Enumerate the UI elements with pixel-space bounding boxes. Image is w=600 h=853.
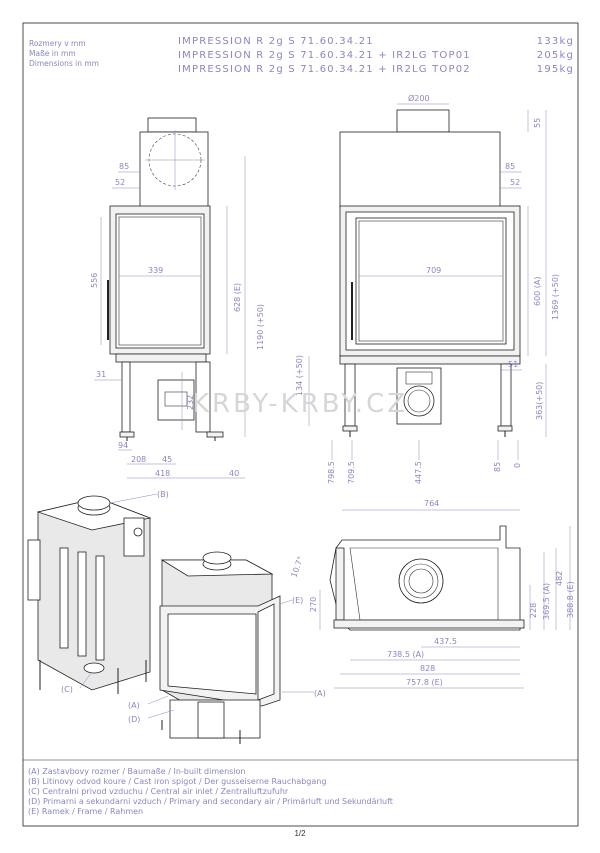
legend-a: (A) Zastavbovy rozmer / Baumaße / In-bui… [28, 767, 246, 776]
dim-plan-828: 828 [420, 664, 435, 673]
dim-front-200: Ø200 [408, 93, 430, 103]
dim-plan-482: 482 [555, 571, 564, 586]
dim-front-85: 85 [505, 162, 515, 171]
dim-side-339: 339 [148, 266, 163, 275]
side-air-box [157, 379, 195, 421]
legend: (A) Zastavbovy rozmer / Baumaße / In-bui… [28, 767, 393, 816]
model-name-2: IMPRESSION R 2g S 71.60.34.21 + IR2LG TO… [178, 50, 471, 61]
dim-plan-437: 437.5 [434, 637, 457, 646]
dim-plan-369: 369.5 (A) [542, 583, 551, 620]
watermark: KRBY-KRBY.CZ [192, 389, 408, 419]
dim-front-85b: 85 [493, 462, 502, 472]
legend-e: (E) Ramek / Frame / Rahmen [28, 807, 143, 816]
dim-plan-738: 738.5 (A) [387, 650, 424, 659]
units-line-3: Dimensions in mm [29, 59, 99, 68]
dim-front-51: 51 [508, 360, 518, 369]
dim-front-447: 447.5 [414, 461, 423, 484]
dim-plan-228: 228 [529, 603, 538, 618]
units-line-1: Rozmery v mm [29, 39, 86, 48]
front-upper-body [339, 131, 501, 209]
dim-side-208: 208 [131, 455, 146, 464]
dim-side-94: 94 [118, 441, 128, 450]
front-air-inlet [403, 385, 435, 417]
dim-front-55: 55 [533, 118, 542, 128]
dim-front-798: 798.5 [327, 461, 336, 484]
dim-front-1369: 1369 (+50) [551, 274, 560, 320]
model-list: IMPRESSION R 2g S 71.60.34.21 IMPRESSION… [178, 36, 574, 75]
iso-front-glass [167, 613, 257, 695]
dim-side-418: 418 [155, 469, 170, 478]
legend-b: (B) Litinovy odvod koure / Cast iron spi… [28, 777, 326, 786]
iso-rear-view: (B) (C) [27, 490, 169, 694]
dim-front-134: 134 (+50) [295, 355, 304, 396]
drawing-border [22, 22, 579, 827]
dim-front-709b: 709.5 [347, 461, 356, 484]
dim-side-628: 628 (E) [233, 283, 242, 312]
model-weight-2: 205kg [537, 50, 574, 61]
side-flue-spigot [147, 117, 197, 133]
dim-front-363: 363(+50) [535, 382, 544, 420]
units-line-2: Maße in mm [29, 49, 76, 58]
dim-side-232: 232 [186, 395, 195, 410]
dim-side-52: 52 [115, 178, 125, 187]
callout-a-right: (A) [314, 689, 326, 698]
legend-c: (C) Centralni privod vzduchu / Central a… [28, 787, 289, 796]
callout-e: (E) [292, 596, 303, 605]
front-view: Ø200 55 85 52 709 600 (A) 1369 (+50) 134… [295, 93, 560, 484]
model-weight-3: 195kg [537, 64, 574, 75]
title-block: Rozmery v mm Maße in mm Dimensions in mm [29, 39, 99, 68]
dim-side-40: 40 [229, 469, 239, 478]
dim-plan-388: 388.8 (E) [566, 581, 575, 618]
legend-d: (D) Primarni a sekundarni vzduch / Prima… [28, 797, 393, 806]
dim-side-85: 85 [119, 162, 129, 171]
model-name-1: IMPRESSION R 2g S 71.60.34.21 [178, 36, 374, 47]
iso-front-view: (E) (A) (D) (A) [128, 551, 326, 744]
dim-front-600: 600 (A) [533, 276, 542, 306]
front-glass [355, 217, 507, 345]
side-view: 85 52 339 556 628 (E) 1190 (+50) 31 232 … [90, 117, 265, 479]
page-number: 1/2 [294, 829, 306, 838]
callout-d: (D) [128, 715, 140, 724]
callout-c: (C) [61, 685, 73, 694]
dim-plan-270: 270 [309, 597, 318, 612]
side-upper-body [139, 131, 209, 208]
dim-plan-764: 764 [424, 499, 439, 508]
dim-side-556: 556 [90, 273, 99, 288]
dim-side-31: 31 [96, 370, 106, 379]
dim-side-1190: 1190 (+50) [256, 304, 265, 350]
plan-view: 764 10.7° 270 228 369.5 (A) 482 388.8 (E… [289, 499, 575, 689]
dim-front-709: 709 [426, 266, 441, 275]
iso-rear-air-inlet [83, 662, 105, 674]
dim-front-52: 52 [510, 178, 520, 187]
plan-flue [398, 558, 444, 604]
dim-side-45: 45 [162, 455, 172, 464]
front-flue-spigot [396, 109, 450, 133]
model-name-3: IMPRESSION R 2g S 71.60.34.21 + IR2LG TO… [178, 64, 471, 75]
dim-front-0: 0 [513, 463, 522, 468]
model-weight-1: 133kg [537, 36, 574, 47]
callout-a-iso: (A) [128, 701, 140, 710]
dim-plan-757: 757.8 (E) [406, 678, 443, 687]
dim-plan-10: 10.7° [289, 555, 305, 579]
callout-b: (B) [157, 490, 169, 499]
